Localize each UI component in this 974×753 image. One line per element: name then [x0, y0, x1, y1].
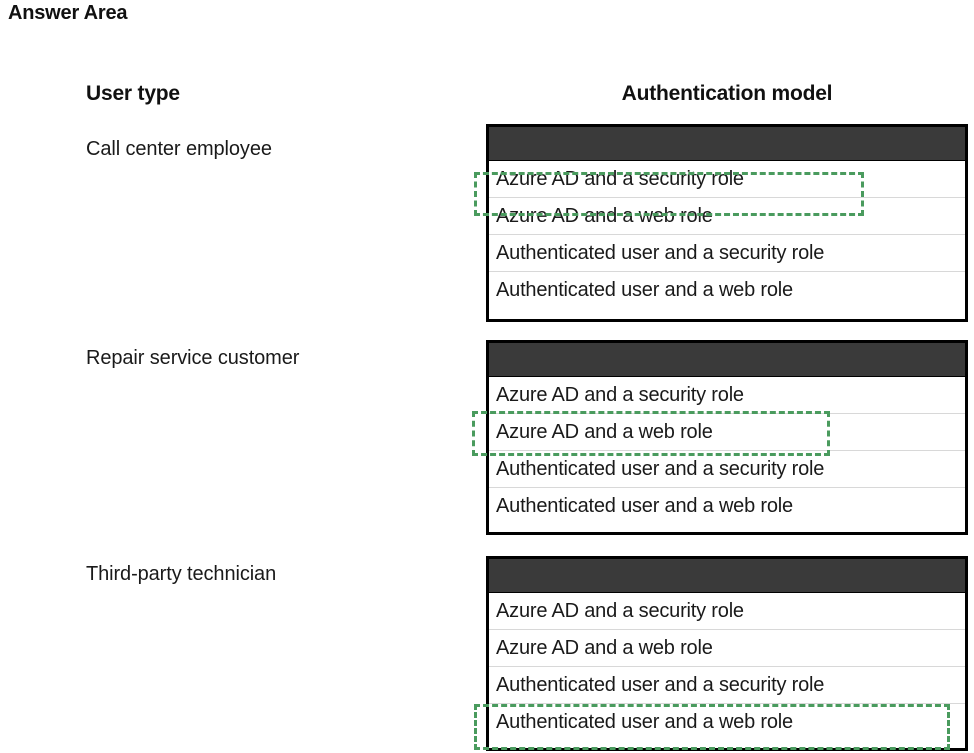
dropdown-option-row-1-1[interactable]: Azure AD and a web role: [489, 198, 965, 235]
dropdown-option-row-2-0[interactable]: Azure AD and a security role: [489, 377, 965, 414]
dropdown-option-row-3-3[interactable]: Authenticated user and a web role: [489, 704, 965, 741]
dropdown-options-row-3: Azure AD and a security role Azure AD an…: [489, 593, 965, 741]
dropdown-option-row-2-2[interactable]: Authenticated user and a security role: [489, 451, 965, 488]
dropdown-header-bar-row-2[interactable]: [489, 343, 965, 377]
row-label-third-party-technician: Third-party technician: [86, 563, 277, 585]
dropdown-option-row-1-3[interactable]: Authenticated user and a web role: [489, 272, 965, 309]
dropdown-header-bar-row-3[interactable]: [489, 559, 965, 593]
dropdown-option-row-2-1[interactable]: Azure AD and a web role: [489, 414, 965, 451]
page-title: Answer Area: [8, 2, 128, 24]
row-label-call-center-employee: Call center employee: [86, 138, 272, 160]
column-header-user-type: User type: [86, 82, 180, 105]
dropdown-option-row-3-2[interactable]: Authenticated user and a security role: [489, 667, 965, 704]
dropdown-header-bar-row-1[interactable]: [489, 127, 965, 161]
dropdown-options-row-2: Azure AD and a security role Azure AD an…: [489, 377, 965, 525]
dropdown-option-row-3-1[interactable]: Azure AD and a web role: [489, 630, 965, 667]
dropdown-authentication-model-row-3[interactable]: Azure AD and a security role Azure AD an…: [486, 556, 968, 751]
dropdown-options-row-1: Azure AD and a security role Azure AD an…: [489, 161, 965, 309]
dropdown-option-row-3-0[interactable]: Azure AD and a security role: [489, 593, 965, 630]
dropdown-option-row-1-2[interactable]: Authenticated user and a security role: [489, 235, 965, 272]
dropdown-authentication-model-row-2[interactable]: Azure AD and a security role Azure AD an…: [486, 340, 968, 535]
row-label-repair-service-customer: Repair service customer: [86, 347, 300, 369]
dropdown-option-row-1-0[interactable]: Azure AD and a security role: [489, 161, 965, 198]
dropdown-authentication-model-row-1[interactable]: Azure AD and a security role Azure AD an…: [486, 124, 968, 322]
dropdown-option-row-2-3[interactable]: Authenticated user and a web role: [489, 488, 965, 525]
column-header-authentication-model: Authentication model: [621, 82, 833, 105]
